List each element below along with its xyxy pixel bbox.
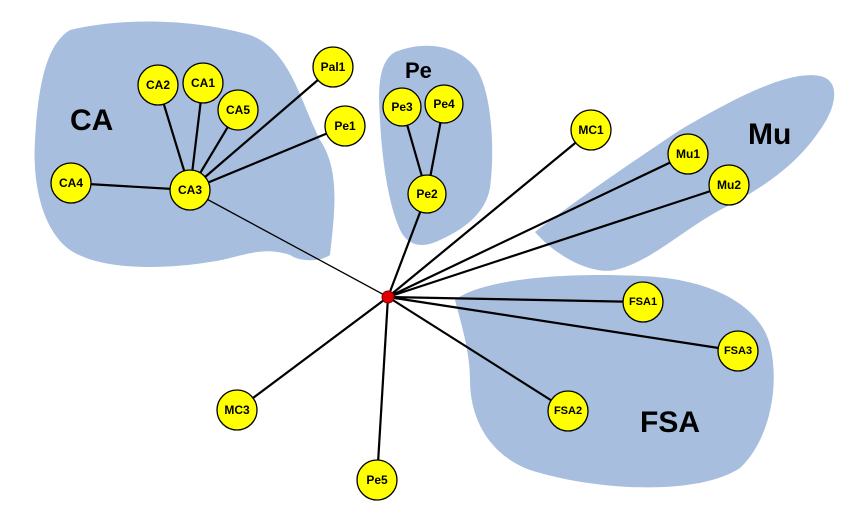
region-fsa-shape [455,275,774,488]
edge-hub-mu1 [387,153,689,298]
node-pal1: Pal1 [312,46,354,88]
node-mu1-label: Mu1 [676,147,700,161]
node-mc3-label: MC3 [224,403,250,417]
node-ca4: CA4 [50,162,92,204]
node-pal1-label: Pal1 [321,60,346,74]
edge-hub-fsa2 [387,296,569,412]
node-fsa3: FSA3 [717,330,759,372]
region-pe-label: Pe [405,58,432,83]
node-ca1-label: CA1 [191,76,215,90]
node-pe1-label: Pe1 [334,119,356,133]
region-mu-label: Mu [748,118,791,151]
edge-hub-pe5 [375,296,390,481]
node-pe3: Pe3 [382,87,422,127]
node-ca4-label: CA4 [59,176,83,190]
node-pe2: Pe2 [407,174,447,214]
edge-hub-fsa3 [387,295,739,353]
node-ca2: CA2 [137,64,179,106]
region-ca-label: CA [70,104,113,137]
edge-hub-mc3 [236,296,389,411]
node-fsa1-label: FSA1 [629,296,657,308]
node-pe5: Pe5 [356,459,398,501]
edge-hub-mc1 [387,129,592,298]
node-pe3-label: Pe3 [391,100,413,114]
node-fsa1: FSA1 [622,281,664,323]
node-pe1: Pe1 [324,105,366,147]
hub-node [381,290,395,304]
node-fsa2: FSA2 [547,390,589,432]
node-mc1: MC1 [570,109,612,151]
region-fsa-label: FSA [640,406,700,439]
node-ca3: CA3 [169,169,211,211]
node-mu1: Mu1 [667,133,709,175]
node-fsa3-label: FSA3 [724,345,752,357]
node-pe4-label: Pe4 [433,97,455,111]
node-pe4: Pe4 [424,84,464,124]
node-ca2-label: CA2 [146,78,170,92]
region-ca-shape [34,21,335,267]
node-mc3: MC3 [216,389,258,431]
node-mc1-label: MC1 [578,123,604,137]
edge-hub-fsa1 [387,295,644,304]
edge-ca3-pal1 [189,66,334,191]
node-ca5: CA5 [217,89,259,131]
node-mu2: Mu2 [708,164,750,206]
edge-hub-mu2 [387,183,730,299]
node-pe2-label: Pe2 [416,187,438,201]
node-mu2-label: Mu2 [717,178,741,192]
node-fsa2-label: FSA2 [554,405,582,417]
node-pe5-label: Pe5 [366,473,388,487]
edge-ca3-pe1 [189,124,346,192]
edge-ca3-hub [189,189,389,298]
node-ca5-label: CA5 [226,103,250,117]
node-ca1: CA1 [182,62,224,104]
node-ca3-label: CA3 [178,183,202,197]
